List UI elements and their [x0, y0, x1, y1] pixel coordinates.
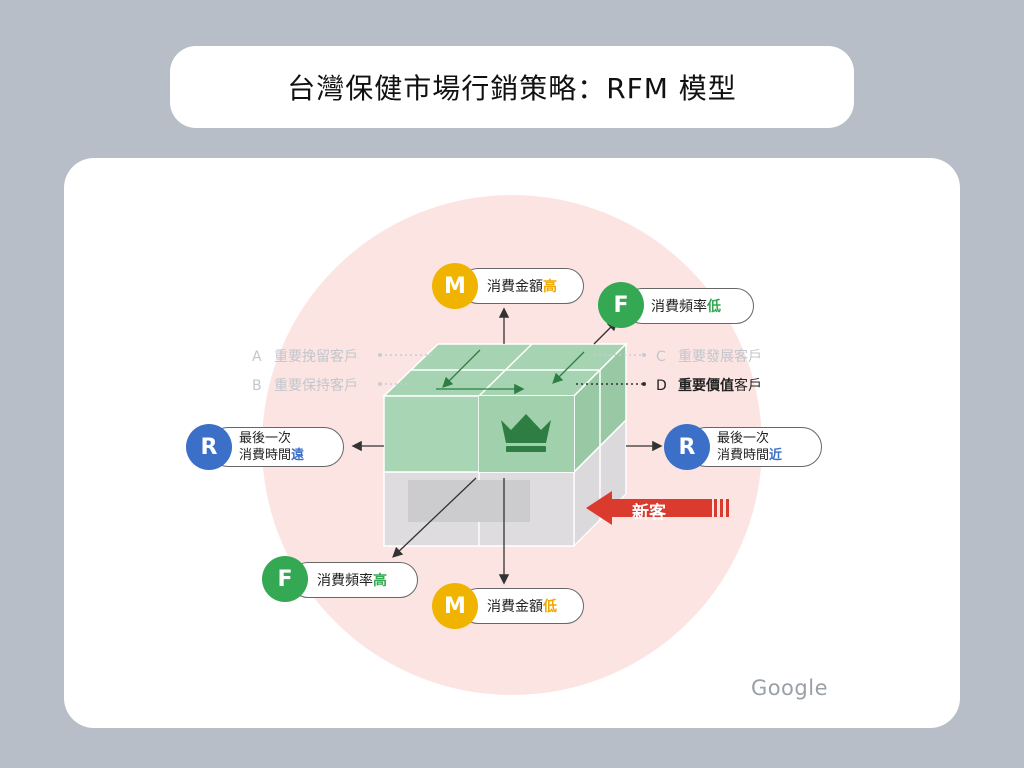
f-low-pill: 消費頻率低: [624, 288, 754, 324]
r-far-line2: 消費時間: [239, 448, 292, 463]
segment-d-label-rest: 客戶: [734, 378, 762, 394]
f-low-badge: F: [598, 282, 644, 328]
segment-d: D 重要價值客戶: [656, 375, 762, 395]
f-high-badge: F: [262, 556, 308, 602]
m-high-badge: M: [432, 263, 478, 309]
r-far-line1: 最後一次: [239, 431, 292, 446]
segment-c: C 重要發展客戶: [656, 346, 762, 366]
segment-b: B 重要保持客戶: [252, 375, 358, 395]
segment-b-label: 重要保持客戶: [274, 378, 358, 394]
r-near-level: 近: [769, 448, 783, 463]
segment-b-letter: B: [252, 378, 262, 394]
f-high-pill: 消費頻率高: [290, 562, 418, 598]
f-low-label: 消費頻率: [651, 299, 707, 315]
top-arrow-2: [552, 351, 585, 384]
google-logo: Google: [750, 676, 828, 700]
f-high-label: 消費頻率: [317, 573, 373, 589]
segment-d-label-bold: 重要價值: [678, 378, 734, 394]
f-low-level: 低: [707, 299, 721, 315]
m-low-badge: M: [432, 583, 478, 629]
new-customer-arrow: [586, 491, 729, 525]
arrow-f-high: [392, 477, 477, 558]
cube-top-green: [382, 342, 628, 474]
r-near-badge: R: [664, 424, 710, 470]
m-low-label: 消費金額: [487, 599, 543, 615]
segment-a-label: 重要挽留客戶: [274, 349, 358, 365]
segment-c-letter: C: [656, 349, 666, 365]
r-far-badge: R: [186, 424, 232, 470]
m-high-pill: 消費金額高: [460, 268, 584, 304]
title-bar: 台灣保健市場行銷策略：RFM 模型: [170, 46, 854, 128]
page-title: 台灣保健市場行銷策略：RFM 模型: [287, 72, 737, 105]
r-far-level: 遠: [291, 448, 305, 463]
m-high-level: 高: [543, 279, 557, 295]
segment-a: A 重要挽留客戶: [252, 346, 358, 366]
top-arrow-1: [442, 349, 481, 388]
m-low-pill: 消費金額低: [460, 588, 584, 624]
r-near-line2: 消費時間: [717, 448, 770, 463]
crown-icon: [501, 414, 551, 452]
m-low-level: 低: [543, 599, 557, 615]
segment-a-letter: A: [252, 349, 262, 365]
cube-bottom-gray: [383, 418, 627, 547]
r-near-line1: 最後一次: [717, 431, 770, 446]
new-customer-label: 新客: [632, 503, 666, 523]
segment-d-letter: D: [656, 378, 667, 394]
f-high-level: 高: [373, 573, 387, 589]
segment-c-label: 重要發展客戶: [678, 349, 762, 365]
m-high-label: 消費金額: [487, 279, 543, 295]
